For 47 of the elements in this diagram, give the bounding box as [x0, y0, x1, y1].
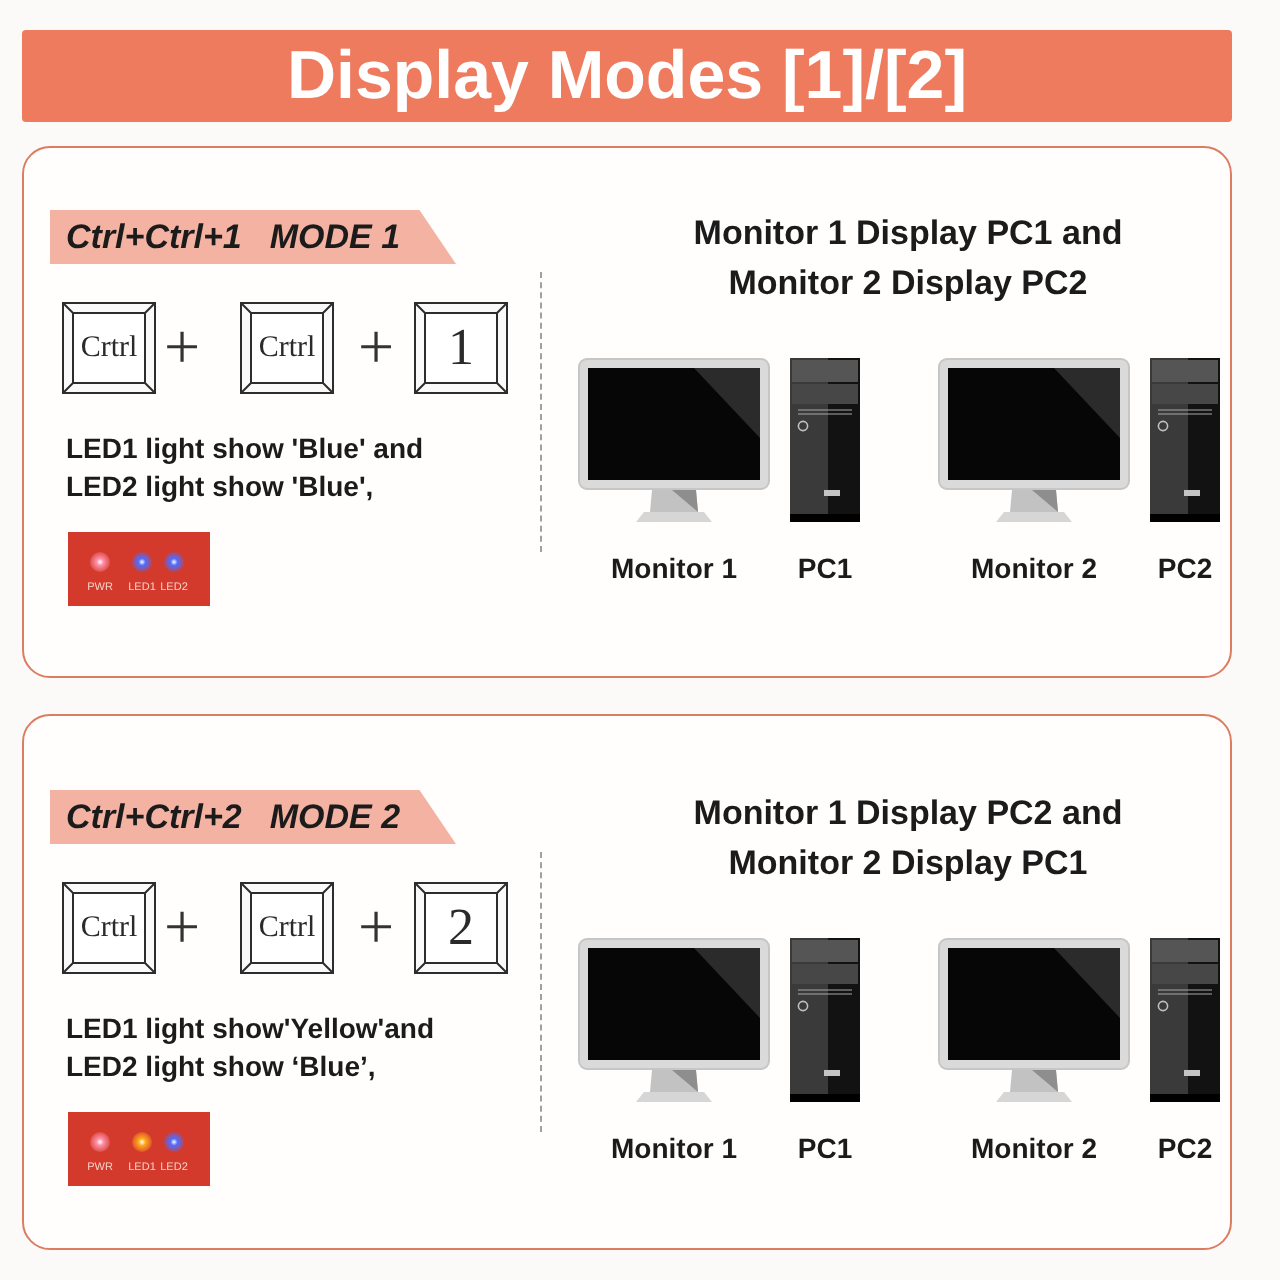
- mode-panel: [22, 146, 1232, 678]
- shortcut-label: Ctrl+Ctrl+1: [66, 217, 242, 257]
- device-caption: PC1: [797, 1130, 853, 1166]
- plus-sign: +: [357, 314, 395, 378]
- keyboard-key: [62, 302, 156, 394]
- monitor-drawing: [578, 938, 770, 1102]
- key-label: 2: [448, 902, 474, 954]
- key-label: Crtrl: [80, 333, 138, 363]
- device-caption: Monitor 2: [971, 1130, 1097, 1166]
- mode-tag: [50, 210, 456, 264]
- monitor-drawing: [938, 358, 1130, 522]
- keyboard-key: [414, 302, 508, 394]
- shortcut-label: Ctrl+Ctrl+2: [66, 797, 242, 837]
- device-caption: PC2: [1157, 1130, 1213, 1166]
- plus-sign: +: [163, 894, 201, 958]
- headline: Monitor 1 Display PC1 and Monitor 2 Display PC2: [691, 212, 1125, 306]
- led-panel: [68, 1112, 210, 1186]
- device-caption: Monitor 1: [611, 1130, 737, 1166]
- key-label: Crtrl: [80, 913, 138, 943]
- key-label: 1: [448, 322, 474, 374]
- title-banner: Display Modes [1]/[2]: [22, 30, 1232, 122]
- mode-label: MODE 2: [269, 797, 401, 837]
- keyboard-key: [414, 882, 508, 974]
- device-caption: PC2: [1157, 550, 1213, 586]
- mode-label: MODE 1: [269, 217, 401, 257]
- monitor-drawing: [938, 938, 1130, 1102]
- computer-tower-drawing: [1150, 938, 1220, 1102]
- keyboard-key: [240, 882, 334, 974]
- keyboard-key: [62, 882, 156, 974]
- headline: Monitor 1 Display PC2 and Monitor 2 Display PC1: [691, 792, 1125, 886]
- device-caption: PC1: [797, 550, 853, 586]
- plus-sign: +: [357, 894, 395, 958]
- led-description: LED1 light show 'Blue' and LED2 light show 'Blue',: [66, 430, 426, 506]
- plus-sign: +: [163, 314, 201, 378]
- device-caption: Monitor 1: [611, 550, 737, 586]
- monitor-drawing: [578, 358, 770, 522]
- mode-tag: [50, 790, 456, 844]
- keyboard-key: [240, 302, 334, 394]
- led-panel: [68, 532, 210, 606]
- computer-tower-drawing: [790, 938, 860, 1102]
- mode-panel: [22, 714, 1232, 1250]
- computer-tower-drawing: [1150, 358, 1220, 522]
- key-label: Crtrl: [258, 913, 316, 943]
- computer-tower-drawing: [790, 358, 860, 522]
- device-caption: Monitor 2: [971, 550, 1097, 586]
- led-description: LED1 light show'Yellow'and LED2 light show ‘Blue’,: [66, 1010, 437, 1086]
- key-label: Crtrl: [258, 333, 316, 363]
